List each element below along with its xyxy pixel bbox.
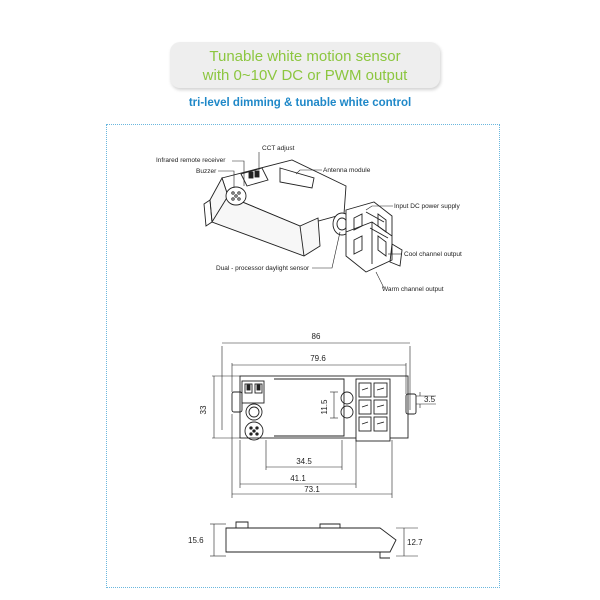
dim-overall-length: 86	[312, 332, 321, 341]
dim-mounting-span: 79.6	[310, 354, 326, 363]
title-box: Tunable white motion sensor with 0~10V D…	[170, 42, 440, 88]
dim-terminal-pitch: 11.5	[320, 399, 329, 415]
label-buzzer: Buzzer	[196, 168, 217, 175]
dim-height: 33	[199, 405, 208, 414]
dim-41-1: 41.1	[290, 474, 306, 483]
top-view	[231, 375, 417, 442]
dim-terminal-offset: 3.5	[424, 395, 436, 404]
dim-34-5: 34.5	[296, 457, 312, 466]
diagram-frame	[106, 124, 500, 588]
dim-side-height: 15.6	[188, 536, 204, 545]
label-input-dc-power: Input DC power supply	[394, 203, 461, 210]
side-view-dimension-lines	[210, 523, 418, 557]
isometric-device-view	[203, 159, 403, 273]
dim-side-height-right: 12.7	[407, 538, 423, 547]
side-view	[225, 521, 397, 559]
label-warm-channel: Warm channel output	[382, 286, 444, 293]
callout-leaders	[218, 152, 402, 289]
top-view-dimension-lines	[212, 342, 436, 498]
dimension-labels: 86 79.6 33 11.5 3.5 34.5 41.1 73.1 15.6 …	[188, 332, 436, 547]
label-antenna-module: Antenna module	[323, 167, 371, 174]
label-infrared-receiver: Infrared remote receiver	[156, 157, 226, 164]
title-line-2: with 0~10V DC or PWM output	[202, 67, 408, 84]
subtitle: tri-level dimming & tunable white contro…	[188, 97, 412, 109]
label-cct-adjust: CCT adjust	[262, 145, 295, 152]
label-cool-channel: Cool channel output	[404, 251, 462, 258]
label-dual-processor-sensor: Dual - processor daylight sensor	[216, 265, 310, 272]
title-line-1: Tunable white motion sensor	[209, 48, 401, 65]
callout-labels: CCT adjust Infrared remote receiver Buzz…	[156, 145, 462, 293]
dim-73-1: 73.1	[304, 485, 320, 494]
